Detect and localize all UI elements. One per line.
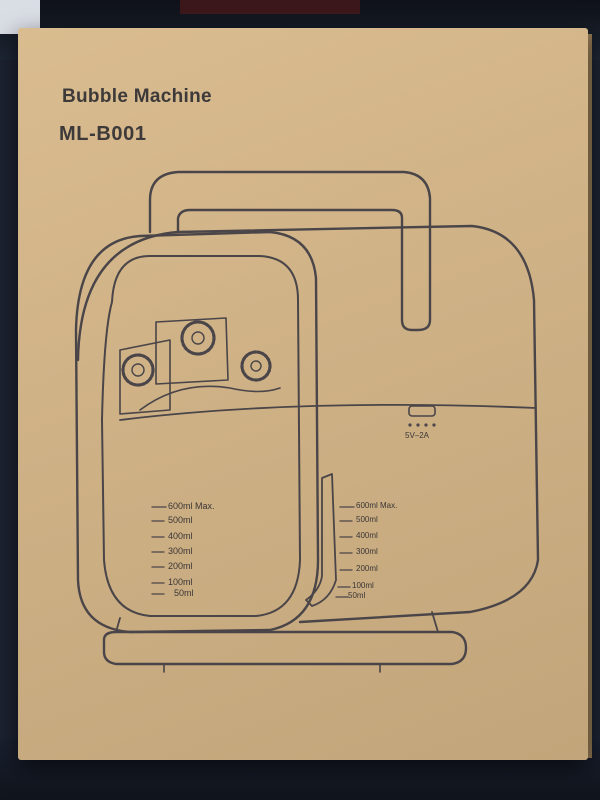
side-scale-ticks [335,506,355,598]
bubble-wand [121,353,155,387]
scale-side-label: 400ml [356,531,378,540]
inner-arm [139,385,281,411]
machine-base [102,630,468,666]
bubble-wand [180,320,216,356]
front-scale-ticks [151,506,167,595]
scale-side-label: 50ml [348,591,366,600]
scale-front-label: 200ml [168,561,193,571]
product-box [18,28,588,760]
handle-back [148,170,432,332]
inner-block [155,317,229,385]
background-object [180,0,360,14]
body-divider [119,403,537,421]
scale-front-label: 50ml [174,588,194,598]
scale-side-label: 600ml Max. [356,501,398,510]
side-gauge [305,473,337,607]
port-rating: 5V–2A [405,431,430,440]
machine-body [76,224,540,624]
scale-front-label: 400ml [168,531,193,541]
scale-side-label: 200ml [356,564,378,573]
model-number: ML-B001 [59,123,147,145]
scale-side-label: 100ml [352,581,374,590]
tank-window [101,255,301,617]
indicator-dots-icon [408,423,436,427]
scale-front-label: 600ml Max. [168,501,215,511]
scale-side-label: 500ml [356,515,378,524]
product-name: Bubble Machine [62,86,212,107]
scale-front-label: 500ml [168,515,193,525]
scale-side-label: 300ml [356,547,378,556]
bubble-wand [240,350,272,382]
bubble-wands [121,320,272,387]
scale-front-label: 100ml [168,577,193,587]
front-tank-frame [74,230,320,634]
inner-block [119,339,171,415]
scale-front-label: 300ml [168,546,193,556]
usb-port-icon [408,405,436,417]
